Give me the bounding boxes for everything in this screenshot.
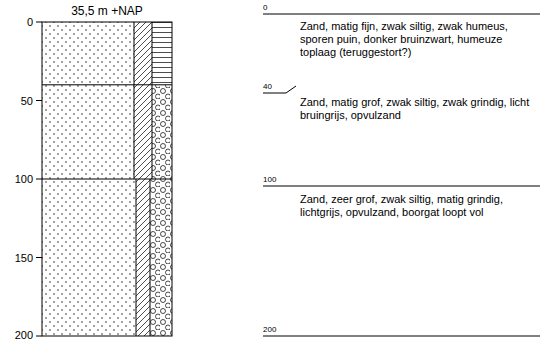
column-divider	[152, 22, 153, 179]
sand-fill	[42, 179, 136, 336]
depth-line	[263, 336, 540, 337]
layer-depth: 200	[263, 325, 293, 335]
depth-line	[263, 14, 540, 15]
layer-description: Zand, matig grof, zwak siltig, zwak grin…	[300, 96, 538, 122]
axis-tick	[36, 336, 42, 337]
axis-tick	[36, 257, 42, 258]
description-lines	[263, 14, 540, 336]
axis-tick	[36, 22, 42, 23]
gravel-fill	[152, 85, 172, 179]
elevation-title: 35,5 m +NAP	[42, 4, 172, 18]
depth-axis-number: 0	[0, 15, 33, 29]
silt-fill	[134, 22, 152, 85]
layer-description: Zand, zeer grof, zwak siltig, matig grin…	[300, 193, 538, 219]
depth-axis-number: 100	[0, 172, 33, 186]
column-divider	[150, 179, 151, 336]
silt-fill	[136, 179, 150, 336]
axis-tick	[36, 179, 42, 180]
layer-depth: 100	[263, 175, 293, 185]
column-lines	[36, 22, 172, 336]
column-divider	[136, 179, 137, 336]
humus-fill	[152, 22, 172, 85]
layer-depth: 40	[263, 82, 293, 92]
column-layers	[42, 22, 172, 336]
gravel-fill	[150, 179, 172, 336]
depth-axis-number: 200	[0, 328, 33, 342]
axis-tick	[36, 100, 42, 101]
sand-fill	[42, 85, 134, 179]
column-border	[42, 22, 172, 336]
silt-fill	[134, 85, 152, 179]
depth-line	[263, 186, 540, 187]
column-divider	[134, 22, 135, 179]
depth-axis-number: 50	[0, 94, 33, 108]
layer-description: Zand, matig fijn, zwak siltig, zwak hume…	[300, 20, 538, 59]
depth-axis-number: 150	[0, 251, 33, 265]
sand-fill	[42, 22, 134, 85]
layer-depth: 0	[263, 3, 293, 13]
